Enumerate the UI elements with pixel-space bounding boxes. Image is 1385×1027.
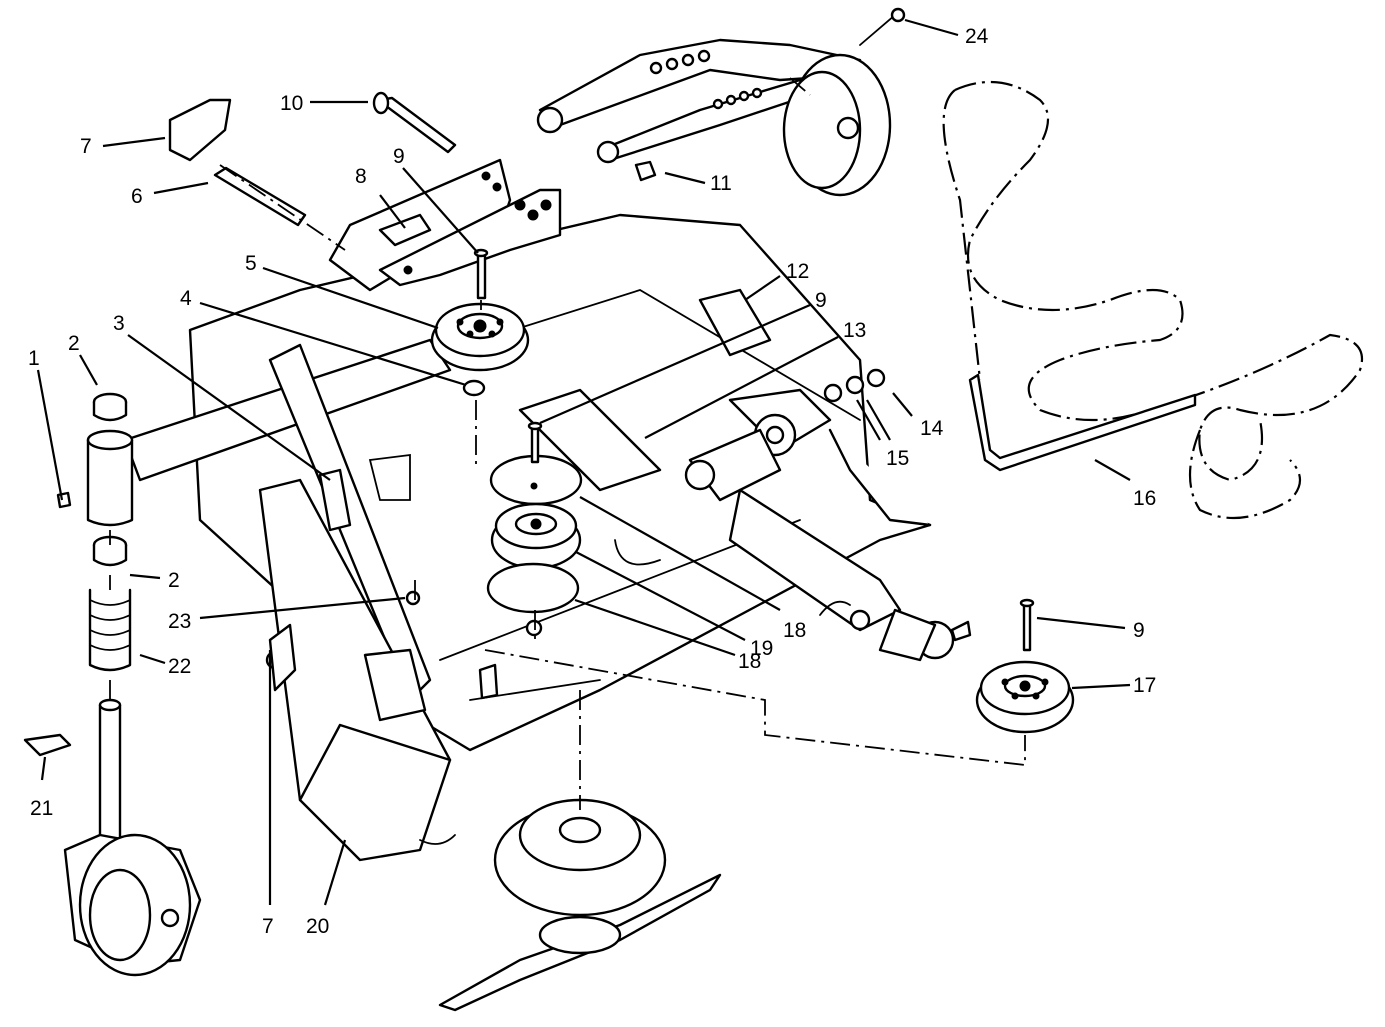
callout-15: 15 bbox=[886, 447, 909, 470]
callout-13: 13 bbox=[843, 319, 866, 342]
callout-22: 22 bbox=[168, 655, 191, 678]
callout-7-top: 7 bbox=[80, 135, 92, 158]
idler-pulley-stack bbox=[486, 454, 583, 637]
callout-16: 16 bbox=[1133, 487, 1156, 510]
callout-labels: 1 2 2 3 4 5 6 7 7 8 9 9 9 10 11 12 13 14… bbox=[28, 25, 1156, 938]
callout-21: 21 bbox=[30, 797, 53, 820]
spindle-blade-assembly bbox=[438, 798, 722, 1012]
callout-3: 3 bbox=[113, 312, 125, 335]
bolt-9-a bbox=[476, 253, 487, 300]
callout-4: 4 bbox=[180, 287, 192, 310]
callout-9-top: 9 bbox=[393, 145, 405, 168]
drive-belt bbox=[942, 80, 1363, 520]
spindle-pulley-top bbox=[430, 302, 530, 397]
callout-23: 23 bbox=[168, 610, 191, 633]
decal-7-top bbox=[168, 98, 232, 162]
callout-6: 6 bbox=[131, 185, 143, 208]
deck-skirt-bumper bbox=[258, 478, 456, 862]
callout-12: 12 bbox=[786, 260, 809, 283]
washer-15a bbox=[823, 383, 843, 403]
rear-wheel-arm bbox=[536, 7, 906, 197]
lift-cylinder bbox=[684, 388, 972, 662]
callout-19: 19 bbox=[750, 637, 773, 660]
callout-5: 5 bbox=[245, 252, 257, 275]
callout-9-right: 9 bbox=[1133, 619, 1145, 642]
callout-18-upper: 18 bbox=[783, 619, 806, 642]
callout-7-bottom: 7 bbox=[262, 915, 274, 938]
nut-14 bbox=[866, 368, 886, 388]
callout-14: 14 bbox=[920, 417, 944, 440]
nut-11 bbox=[634, 160, 657, 182]
callout-2-bottom: 2 bbox=[168, 569, 180, 592]
callout-8: 8 bbox=[355, 165, 367, 188]
callout-11: 11 bbox=[710, 172, 732, 195]
center-lines bbox=[109, 77, 1026, 810]
callout-2-top: 2 bbox=[68, 332, 80, 355]
pulley-17 bbox=[975, 660, 1075, 734]
decal-3 bbox=[318, 468, 352, 532]
callout-10: 10 bbox=[280, 92, 303, 115]
leader-lines bbox=[36, 18, 1131, 906]
decal-12 bbox=[698, 288, 772, 357]
grease-fitting-21 bbox=[23, 733, 72, 757]
callout-24: 24 bbox=[965, 25, 989, 48]
bolt-9-c bbox=[1022, 603, 1032, 652]
nut-23 bbox=[405, 590, 421, 606]
guard-18-top bbox=[489, 454, 583, 506]
decals bbox=[168, 98, 772, 692]
callout-17: 17 bbox=[1133, 674, 1156, 697]
washer-15b bbox=[845, 375, 865, 395]
caster-wheel-assembly bbox=[23, 392, 202, 977]
pin-10 bbox=[376, 96, 457, 154]
bolt-6 bbox=[213, 166, 307, 227]
deck-hitch-frame bbox=[328, 158, 562, 292]
callout-1: 1 bbox=[28, 347, 40, 370]
washer-4 bbox=[462, 379, 486, 397]
bolt-9-b bbox=[530, 426, 540, 464]
callout-9-mid: 9 bbox=[815, 289, 827, 312]
decal-7-side bbox=[268, 623, 297, 692]
guard-18-bottom bbox=[486, 562, 580, 614]
callout-18-lower: 18 bbox=[738, 650, 761, 673]
decal-13 bbox=[518, 388, 662, 492]
bolts bbox=[213, 91, 1035, 700]
callout-20: 20 bbox=[306, 915, 329, 938]
